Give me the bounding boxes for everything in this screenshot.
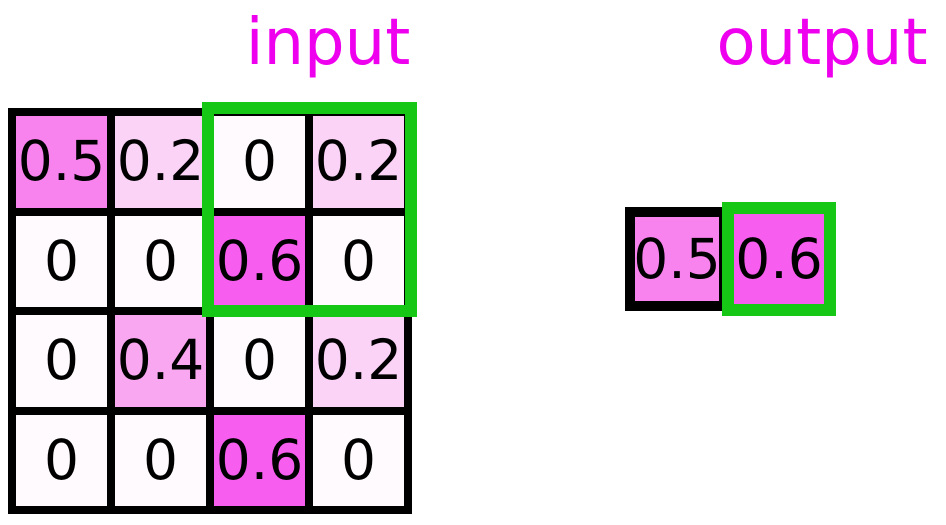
output-cell-2-highlighted: 0.6 <box>722 202 836 316</box>
input-cell-r4c4: 0 <box>313 414 404 506</box>
input-cell-r3c2: 0.4 <box>115 315 206 407</box>
input-cell-r2c1: 0 <box>16 215 107 307</box>
input-cell-r2c2: 0 <box>115 215 206 307</box>
input-cell-r1c2: 0.2 <box>115 116 206 208</box>
input-cell-r3c1: 0 <box>16 315 107 407</box>
input-cell-r1c1: 0.5 <box>16 116 107 208</box>
input-cell-r2c3: 0.6 <box>214 215 305 307</box>
output-panel-title: output <box>716 6 928 80</box>
input-cell-r2c4: 0 <box>313 215 404 307</box>
input-cell-r3c4: 0.2 <box>313 315 404 407</box>
input-cell-r1c4: 0.2 <box>313 116 404 208</box>
input-cell-r4c3: 0.6 <box>214 414 305 506</box>
input-cell-r4c1: 0 <box>16 414 107 506</box>
input-panel-title: input <box>245 6 411 80</box>
input-cell-r3c3: 0 <box>214 315 305 407</box>
output-cell-1: 0.5 <box>625 207 729 311</box>
input-cell-r1c3: 0 <box>214 116 305 208</box>
input-cell-r4c2: 0 <box>115 414 206 506</box>
